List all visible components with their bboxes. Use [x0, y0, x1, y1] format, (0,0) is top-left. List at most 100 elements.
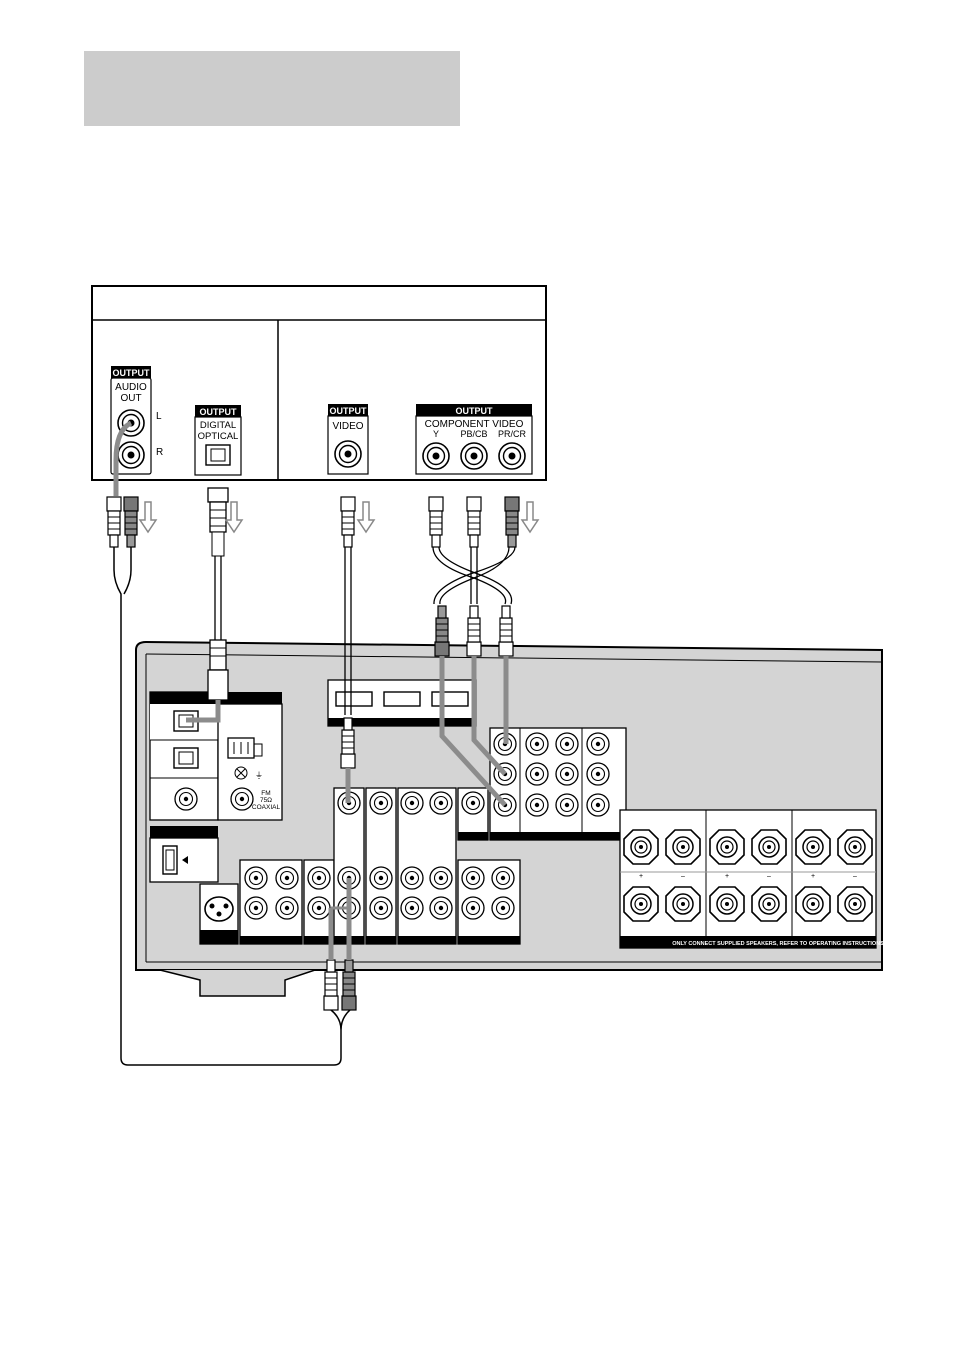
component-pb-label: PB/CB — [460, 429, 487, 439]
video-plug-source — [341, 497, 355, 547]
video-in-group-4 — [398, 788, 456, 944]
receiver-rear-panel: ⏚ FM 75Ω COAXIAL — [136, 642, 884, 996]
speaker-terminal[interactable] — [752, 887, 786, 921]
power-inlet-section — [200, 884, 238, 944]
audio-in-jack[interactable] — [276, 897, 298, 919]
fm-antenna-jack[interactable] — [231, 788, 253, 810]
audio-in-jack[interactable] — [401, 867, 423, 889]
audio-output-badge: OUTPUT — [113, 368, 151, 378]
audio-out-label-1: AUDIO — [115, 382, 147, 393]
speaker-terminal[interactable] — [838, 830, 872, 864]
power-inlet[interactable] — [205, 897, 233, 921]
component-in-jack[interactable] — [556, 794, 578, 816]
component-pb-jack[interactable] — [461, 443, 487, 469]
audio-in-jack[interactable] — [462, 867, 484, 889]
speaker-terminal[interactable] — [666, 887, 700, 921]
optical-label-1: DIGITAL — [200, 420, 236, 431]
rca-plug-white — [107, 497, 121, 547]
speaker-plus-label: + — [639, 873, 643, 880]
audio-in-jack[interactable] — [492, 897, 514, 919]
signal-direction-arrow — [140, 502, 156, 532]
speaker-plus-label: + — [725, 873, 729, 880]
component-in-jack[interactable] — [556, 763, 578, 785]
channel-left-label: L — [156, 411, 162, 422]
speaker-terminal[interactable] — [796, 887, 830, 921]
audio-out-right-jack[interactable] — [118, 442, 144, 468]
optical-output-badge: OUTPUT — [200, 407, 238, 417]
video-out-jack[interactable] — [462, 792, 484, 814]
component-y-label: Y — [433, 429, 439, 439]
speaker-terminal[interactable] — [838, 887, 872, 921]
hdmi-port[interactable] — [336, 692, 372, 706]
component-plug-pb — [467, 497, 481, 547]
video-output-section: OUTPUT VIDEO — [328, 404, 368, 474]
fm-label-2: 75Ω — [260, 797, 272, 804]
coaxial-in-jack[interactable] — [175, 788, 197, 810]
component-output-badge: OUTPUT — [456, 406, 494, 416]
signal-direction-arrow — [226, 502, 242, 532]
component-in-jack[interactable] — [526, 733, 548, 755]
video-in-jack[interactable] — [401, 792, 423, 814]
video-in-jack[interactable] — [430, 792, 452, 814]
component-pr-label: PR/CR — [498, 429, 527, 439]
speaker-terminal[interactable] — [624, 830, 658, 864]
audio-in-jack[interactable] — [401, 897, 423, 919]
speaker-minus-label: – — [767, 873, 771, 880]
audio-out-label-2: OUT — [120, 393, 141, 404]
audio-in-jack[interactable] — [276, 867, 298, 889]
component-out-jack[interactable] — [587, 763, 609, 785]
component-y-jack[interactable] — [423, 443, 449, 469]
audio-in-jack[interactable] — [370, 897, 392, 919]
hdmi-port[interactable] — [432, 692, 468, 706]
component-output-section: OUTPUT COMPONENT VIDEO Y PB/CB PR/CR — [416, 404, 532, 474]
audio-in-jack[interactable] — [245, 897, 267, 919]
component-in-jack[interactable] — [526, 794, 548, 816]
speaker-terminal[interactable] — [710, 830, 744, 864]
audio-in-jack[interactable] — [308, 867, 330, 889]
speaker-plus-label: + — [811, 873, 815, 880]
component-out-jack[interactable] — [587, 733, 609, 755]
speaker-minus-label: – — [853, 873, 857, 880]
hdmi-port[interactable] — [384, 692, 420, 706]
speaker-terminal[interactable] — [624, 887, 658, 921]
speaker-terminal[interactable] — [796, 830, 830, 864]
speaker-notice: ONLY CONNECT SUPPLIED SPEAKERS, REFER TO… — [672, 941, 884, 947]
audio-in-group-1 — [240, 860, 302, 944]
video-label: VIDEO — [332, 421, 363, 432]
component-plug-pr — [505, 497, 519, 547]
component-out-jack[interactable] — [587, 794, 609, 816]
component-plug-y — [429, 497, 443, 547]
speaker-section: + – + – + – ONLY CONNECT SUPPLIED SPEAKE… — [620, 810, 884, 948]
audio-in-jack[interactable] — [462, 897, 484, 919]
video-out-jack[interactable] — [335, 441, 361, 467]
video-in-jack[interactable] — [370, 792, 392, 814]
component-in-jack[interactable] — [556, 733, 578, 755]
ground-symbol: ⏚ — [255, 771, 263, 780]
speaker-terminal[interactable] — [666, 830, 700, 864]
component-pr-jack[interactable] — [499, 443, 525, 469]
optical-label-2: OPTICAL — [198, 431, 239, 442]
signal-direction-arrow — [358, 502, 374, 532]
audio-in-jack[interactable] — [308, 897, 330, 919]
audio-in-jack[interactable] — [430, 867, 452, 889]
signal-direction-arrow — [522, 502, 538, 532]
channel-right-label: R — [156, 447, 163, 458]
audio-in-jack[interactable] — [370, 867, 392, 889]
fm-label-1: FM — [261, 790, 270, 797]
component-in-jack[interactable] — [526, 763, 548, 785]
speaker-terminal[interactable] — [752, 830, 786, 864]
video-output-badge: OUTPUT — [330, 406, 368, 416]
audio-in-jack[interactable] — [430, 897, 452, 919]
speaker-minus-label: – — [681, 873, 685, 880]
audio-in-jack[interactable] — [492, 867, 514, 889]
fm-label-3: COAXIAL — [252, 804, 281, 811]
dmport-section — [150, 826, 218, 882]
rca-plug-red — [124, 497, 138, 547]
speaker-terminal[interactable] — [710, 887, 744, 921]
source-device: OUTPUT AUDIO OUT L R OUTPUT DIGITAL OPTI… — [92, 286, 546, 480]
optical-output-section: OUTPUT DIGITAL OPTICAL — [195, 405, 241, 475]
component-in-section — [490, 728, 626, 840]
audio-in-jack[interactable] — [245, 867, 267, 889]
video-in-group-3 — [366, 788, 396, 944]
